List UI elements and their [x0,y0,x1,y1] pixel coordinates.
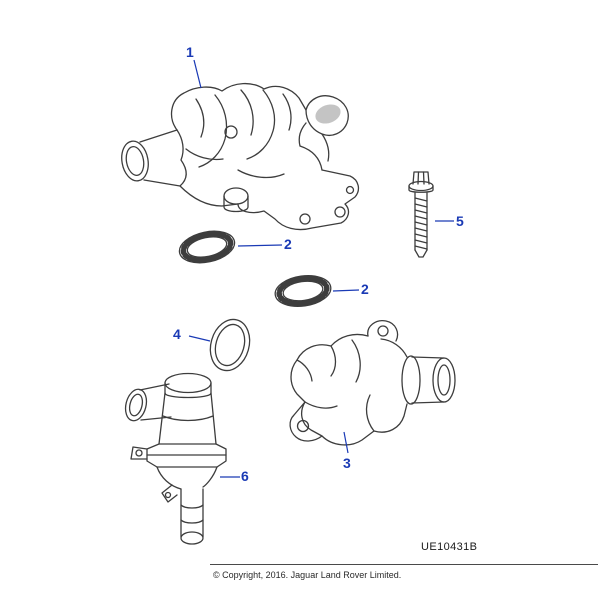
footer-divider [210,564,598,565]
part-seal-ring-lower-drawing [274,274,332,308]
copyright-text: © Copyright, 2016. Jaguar Land Rover Lim… [213,570,402,580]
part-thermostat-unit-drawing [124,372,227,545]
callout-label-3[interactable]: 3 [343,455,351,471]
callout-leader-lines [188,59,454,478]
callout-label-4[interactable]: 4 [173,326,181,342]
part-seal-ring-upper-drawing [178,230,236,264]
callout-label-2-upper[interactable]: 2 [284,236,292,252]
callout-label-1[interactable]: 1 [186,44,194,60]
part-o-ring-drawing [209,318,251,372]
callout-label-5[interactable]: 5 [456,213,464,229]
callout-label-6[interactable]: 6 [241,468,249,484]
callout-label-2-lower[interactable]: 2 [361,281,369,297]
part-bolt-drawing [408,171,434,258]
diagram-reference-code: UE10431B [421,541,478,553]
part-thermostat-housing-drawing [121,82,360,231]
part-outlet-housing-drawing [289,320,456,446]
